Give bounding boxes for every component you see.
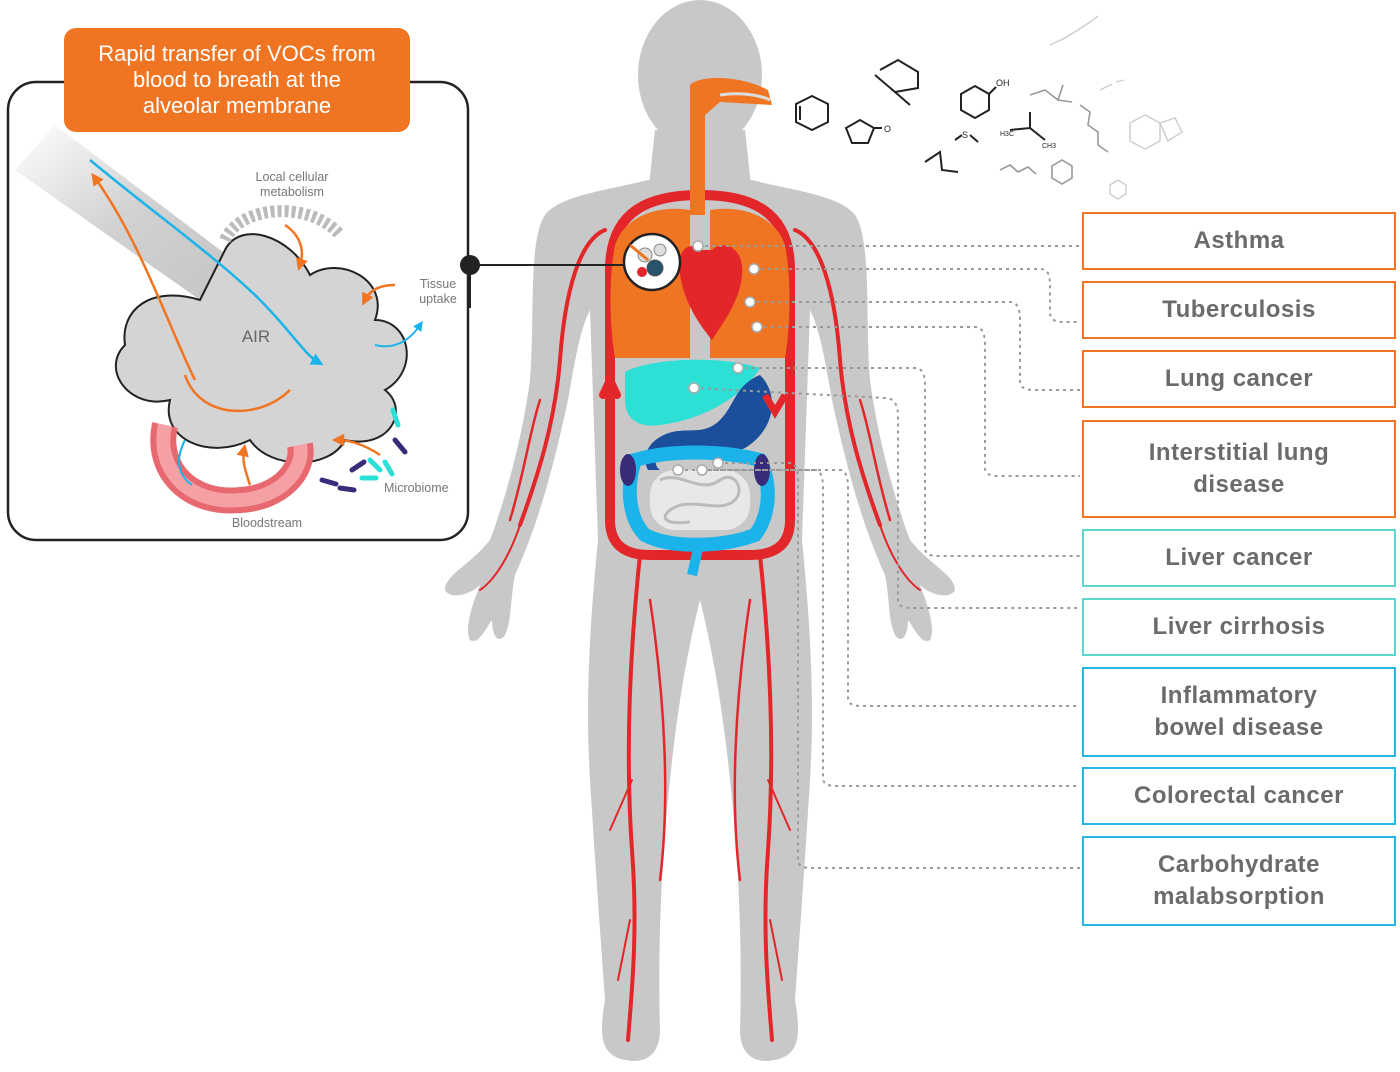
disease-box-interstitial-lung-disease: Interstitial lung disease bbox=[1082, 420, 1396, 518]
disease-label: Carbohydrate malabsorption bbox=[1153, 851, 1325, 910]
disease-label: Asthma bbox=[1193, 227, 1285, 254]
disease-box-liver-cancer: Liver cancer bbox=[1082, 529, 1396, 587]
ketone-o: O bbox=[884, 124, 891, 134]
callout-header: Rapid transfer of VOCs from blood to bre… bbox=[64, 28, 410, 132]
disease-box-colorectal-cancer: Colorectal cancer bbox=[1082, 767, 1396, 825]
microbiome-label: Microbiome bbox=[384, 481, 449, 495]
disease-box-lung-cancer: Lung cancer bbox=[1082, 350, 1396, 408]
disease-label: Interstitial lung disease bbox=[1148, 439, 1330, 498]
airway bbox=[690, 78, 772, 216]
acetone-ch3: CH3 bbox=[1042, 143, 1056, 150]
callout-line3: alveolar membrane bbox=[142, 93, 332, 118]
disease-box-tuberculosis: Tuberculosis bbox=[1082, 281, 1396, 339]
acetone-h3c: H3C bbox=[1000, 131, 1014, 138]
disease-label: Liver cirrhosis bbox=[1152, 613, 1326, 640]
disease-label: Colorectal cancer bbox=[1134, 782, 1344, 809]
tissue-label-line1: Tissue bbox=[420, 277, 456, 291]
disease-label: Lung cancer bbox=[1164, 365, 1314, 392]
disease-label: Tuberculosis bbox=[1162, 296, 1316, 323]
bloodstream-label: Bloodstream bbox=[232, 516, 302, 530]
disease-box-inflammatory-bowel-disease: Inflammatory bowel disease bbox=[1082, 667, 1396, 757]
tissue-label-line2: uptake bbox=[419, 292, 457, 306]
disease-box-carbohydrate-malabsorption: Carbohydrate malabsorption bbox=[1082, 836, 1396, 926]
disease-label: Inflammatory bowel disease bbox=[1154, 682, 1324, 741]
disease-label: Liver cancer bbox=[1165, 544, 1313, 571]
heart bbox=[679, 245, 743, 340]
organ-markers bbox=[672, 240, 763, 476]
metabolism-label-line2: metabolism bbox=[260, 185, 324, 199]
sulfur-s: S bbox=[962, 130, 968, 140]
phenol-oh: OH bbox=[996, 78, 1010, 88]
air-label: AIR bbox=[242, 327, 270, 346]
callout-line2: blood to breath at the bbox=[133, 67, 341, 92]
disease-box-asthma: Asthma bbox=[1082, 212, 1396, 270]
intestines bbox=[620, 445, 775, 577]
voc-molecules: O OH S H3C CH3 bbox=[795, 15, 1183, 200]
alveolar-inset: AIR Local cellular metabolism Tissue upt… bbox=[6, 80, 624, 542]
leader-lines bbox=[678, 245, 1080, 869]
disease-box-liver-cirrhosis: Liver cirrhosis bbox=[1082, 598, 1396, 656]
callout-line1: Rapid transfer of VOCs from bbox=[98, 41, 376, 66]
alveolus-magnifier bbox=[622, 232, 682, 292]
metabolism-label-line1: Local cellular bbox=[256, 170, 329, 184]
